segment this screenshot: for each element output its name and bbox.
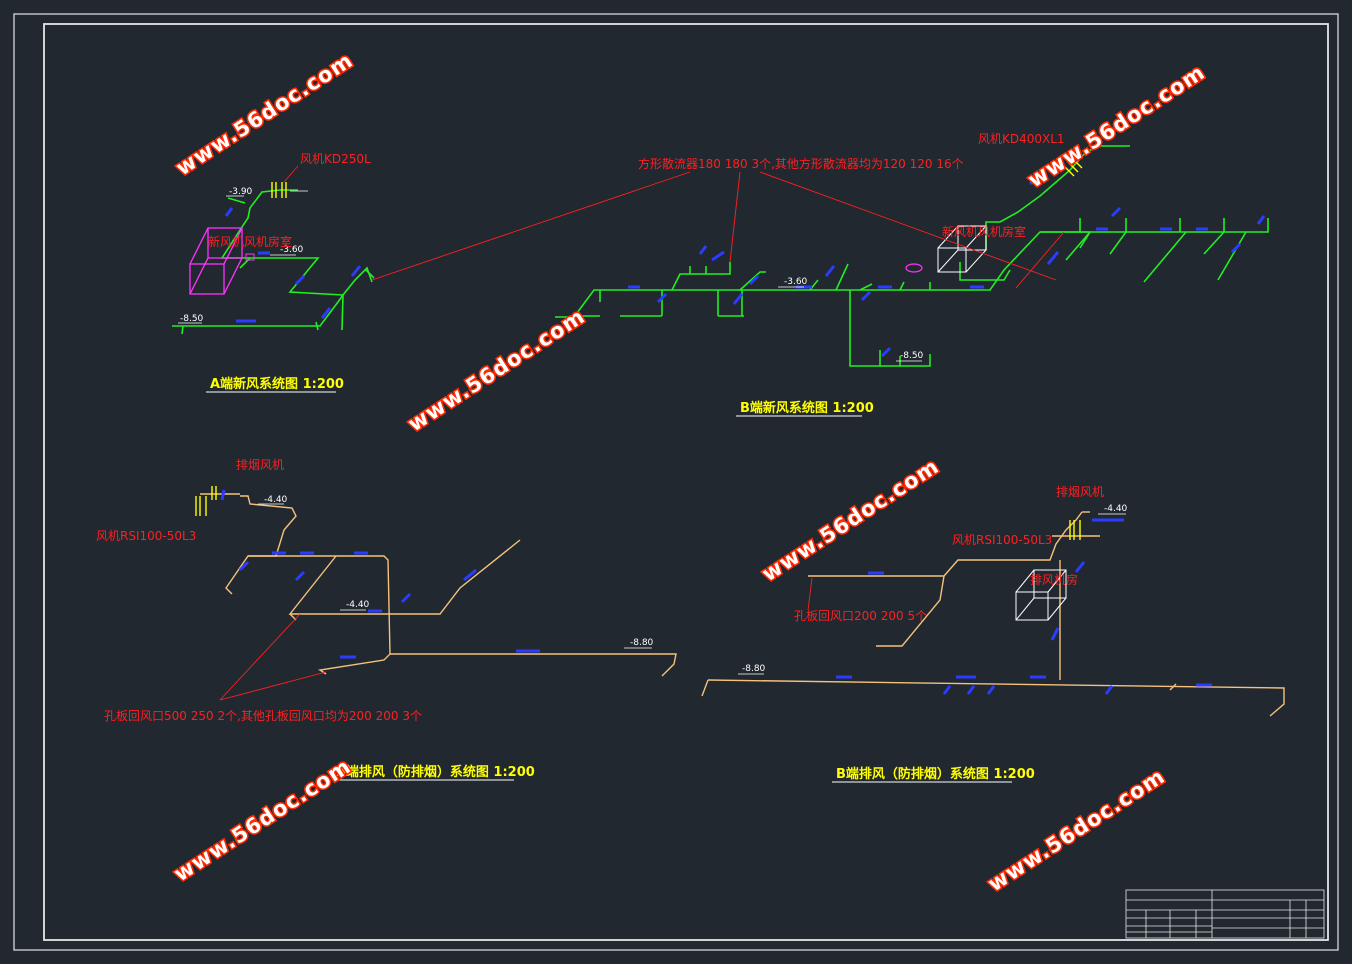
a-fan-symbol	[271, 182, 308, 198]
e1-duct-row	[248, 555, 391, 675]
b-elev-low: -8.50	[900, 351, 924, 361]
grille-leaders-1	[219, 613, 327, 701]
diagram-b-exhaust-left	[200, 493, 677, 677]
e2-elevation-marks	[738, 513, 1126, 675]
diagram-b-exhaust-right	[701, 511, 1285, 717]
diagram-b-fresh-air	[555, 145, 1269, 367]
e1-elev-low: -8.80	[630, 638, 654, 648]
b-fan-symbol	[1063, 157, 1083, 177]
watermark-4: www.56doc.com	[758, 454, 944, 586]
watermark-6: www.56doc.com	[984, 764, 1170, 896]
e2-elev-low: -8.80	[742, 664, 766, 674]
watermark-2: www.56doc.com	[1024, 60, 1210, 192]
label-fan-kd250l: 风机KD250L	[300, 152, 371, 166]
title-b-exhaust-right: B端排风（防排烟）系统图 1:200	[836, 766, 1035, 782]
label-exhaust-fan-2: 排烟风机	[1056, 485, 1104, 499]
a-elev-mid: -3.60	[280, 245, 304, 255]
diagram-a-fresh-air	[172, 189, 375, 335]
a-size-tags	[224, 207, 362, 323]
title-a-fresh-air: A端新风系统图 1:200	[210, 376, 344, 392]
a-elev-top: -3.90	[229, 187, 253, 197]
e2-duct-grille	[876, 575, 945, 647]
e2-elev-top: -4.40	[1104, 504, 1128, 514]
watermark-3: www.56doc.com	[404, 304, 590, 436]
label-room-b: 新风机风机房室	[942, 224, 1026, 239]
e2-room-box	[1015, 569, 1067, 621]
b-duct-main	[555, 231, 1092, 318]
b-duct-upper-row	[1040, 218, 1269, 233]
b-size-tags	[628, 174, 1266, 358]
e2-duct-bottom	[707, 679, 1285, 717]
title-block	[1125, 889, 1325, 939]
e1-fan-symbol	[195, 486, 217, 516]
label-room-c: 排风机房	[1030, 572, 1078, 587]
e1-duct-mid	[288, 539, 521, 615]
b-duct-top	[985, 145, 1130, 250]
label-fan-rsi-2: 风机RSI100-50L3	[952, 533, 1052, 547]
e1-duct-low	[390, 653, 677, 677]
a-duct-riser	[341, 294, 344, 331]
e1-elev-top: -4.40	[264, 495, 288, 505]
diffuser-leaders	[371, 171, 1065, 289]
label-grille-note-2: 孔板回风口200 200 5个	[794, 609, 927, 623]
a-duct-up	[220, 189, 298, 259]
a-elevation-marks	[178, 195, 296, 324]
e1-duct-main	[225, 495, 297, 595]
e1-elevation-marks	[258, 503, 652, 649]
b-elev-mid: -3.60	[784, 277, 808, 287]
watermark-5: www.56doc.com	[170, 754, 356, 886]
b-duct-left-mid	[739, 271, 766, 291]
a-room-box	[189, 227, 243, 295]
inner-frame	[43, 23, 1329, 941]
outer-frame	[13, 13, 1339, 951]
label-room-a: 新风机风机房室	[208, 234, 292, 249]
label-grille-note-1: 孔板回风口500 250 2个,其他孔板回风口均为200 200 3个	[104, 709, 422, 723]
e2-size-tags	[836, 518, 1212, 695]
b-duct-box	[959, 262, 1011, 281]
label-fan-rsi-1: 风机RSI100-50L3	[96, 529, 196, 543]
b-duct-riser	[849, 290, 931, 367]
e2-fan-symbol	[1069, 520, 1081, 540]
a-elev-low: -8.50	[180, 314, 204, 324]
b-room-box	[937, 225, 987, 273]
title-b-fresh-air: B端新风系统图 1:200	[740, 400, 874, 416]
label-diffuser-note: 方形散流器180 180 3个,其他方形散流器均为120 120 16个	[638, 156, 964, 171]
e1-elev-mid: -4.40	[346, 600, 370, 610]
b-duct-left-hi	[671, 262, 731, 291]
a-duct-branch	[239, 257, 344, 296]
title-b-exhaust-left: B端排风（防排烟）系统图 1:200	[336, 764, 535, 780]
b-elevation-marks	[778, 286, 922, 362]
label-exhaust-fan-1: 排烟风机	[236, 458, 284, 472]
e1-size-tags	[220, 489, 540, 659]
label-fan-kd400xl1: 风机KD400XL1	[978, 132, 1065, 146]
watermarks: www.56doc.com www.56doc.com www.56doc.co…	[168, 46, 1211, 897]
